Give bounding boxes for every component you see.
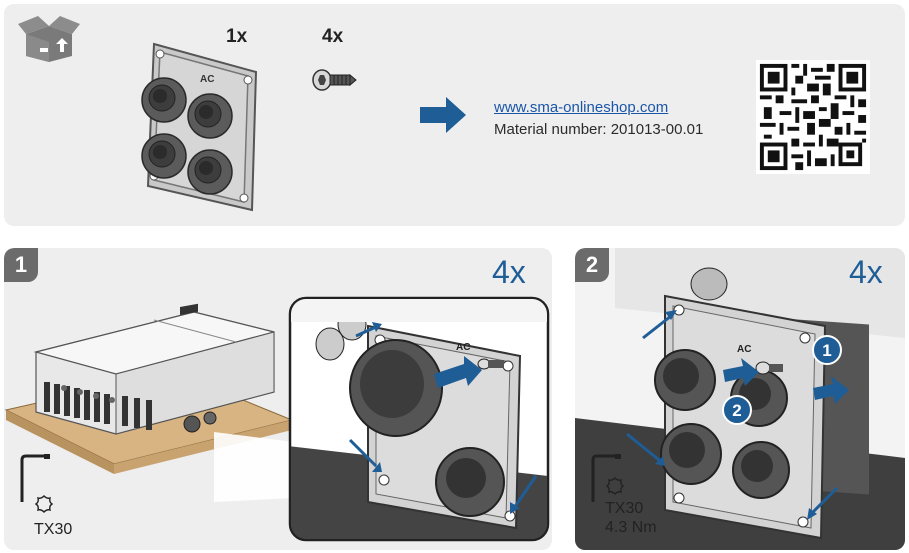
screw-quantity: 4x xyxy=(322,26,344,47)
torx-bit-icon xyxy=(34,495,54,513)
order-badge-1: 1 xyxy=(812,335,842,365)
screw-count: 4x xyxy=(849,254,883,290)
torque-label: 4.3 Nm xyxy=(605,519,657,536)
step-number: 1 xyxy=(4,248,38,282)
step-2-panel: AC 2 4x 1 2 TX30 4.3 Nm xyxy=(575,248,905,550)
step-number: 2 xyxy=(575,248,609,282)
torx-wrench-icon xyxy=(20,454,50,502)
step2-ac-label: AC xyxy=(737,344,751,355)
arrow-right-icon xyxy=(420,97,466,133)
torx-wrench-icon xyxy=(591,454,621,502)
plate-ac-label: AC xyxy=(200,74,214,85)
order-badge-2-text: 2 xyxy=(732,401,741,420)
order-badge-1-text: 1 xyxy=(822,341,831,360)
shop-link[interactable]: www.sma-onlineshop.com xyxy=(494,99,669,116)
tool-size-label: TX30 xyxy=(605,500,644,517)
inverter-overview-image xyxy=(4,303,294,502)
package-contents-panel: 1x 4x AC xyxy=(4,4,905,226)
material-number: Material number: 201013-00.01 xyxy=(494,121,704,138)
cable-gland-plate-image: AC xyxy=(141,42,258,212)
torx-bit-icon xyxy=(605,477,625,495)
step-1-panel: 1 4x TX30 xyxy=(4,248,552,550)
order-badge-2: 2 xyxy=(722,395,752,425)
tool-size-label: TX30 xyxy=(34,521,73,538)
screw-image xyxy=(312,69,357,91)
detail-ac-label: AC xyxy=(456,342,470,353)
detail-zoom-image: AC xyxy=(288,296,550,542)
plate-quantity: 1x xyxy=(226,26,248,47)
box-open-icon xyxy=(18,16,80,62)
screw-count: 4x xyxy=(492,254,526,290)
qr-code-icon[interactable] xyxy=(756,60,870,174)
